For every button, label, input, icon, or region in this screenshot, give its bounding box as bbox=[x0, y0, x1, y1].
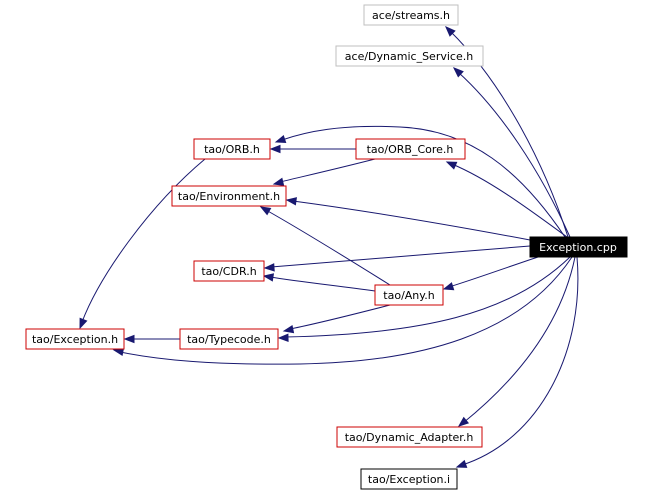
node-box bbox=[363, 4, 459, 26]
node-label: tao/Exception.i bbox=[368, 473, 450, 486]
edge-any-to-env bbox=[259, 206, 391, 286]
node-box bbox=[529, 236, 628, 258]
edge-line bbox=[281, 125, 566, 238]
edge-line bbox=[265, 209, 391, 286]
node-tao-exception-h[interactable]: tao/Exception.h bbox=[25, 328, 125, 350]
edge-root-to-orbcore bbox=[445, 161, 568, 238]
node-tao-orb-core-h[interactable]: tao/ORB_Core.h bbox=[355, 138, 466, 160]
edge-root-to-orb bbox=[274, 125, 566, 238]
node-box bbox=[374, 284, 444, 306]
node-box bbox=[355, 138, 466, 160]
arrowhead-icon bbox=[272, 177, 285, 186]
node-exception-cpp[interactable]: Exception.cpp bbox=[529, 236, 628, 258]
arrowhead-icon bbox=[457, 416, 470, 427]
node-label: ace/streams.h bbox=[372, 9, 450, 22]
node-tao-environment-h[interactable]: tao/Environment.h bbox=[171, 185, 287, 207]
edge-orb-to-exc bbox=[79, 158, 206, 330]
edge-line bbox=[81, 158, 206, 323]
node-label: tao/CDR.h bbox=[201, 265, 256, 278]
edge-any-to-cdr bbox=[262, 273, 376, 292]
edge-line bbox=[451, 163, 568, 238]
node-box bbox=[360, 468, 458, 490]
edge-line bbox=[270, 245, 531, 268]
node-label: tao/ORB.h bbox=[204, 143, 260, 156]
node-tao-cdr-h[interactable]: tao/CDR.h bbox=[193, 260, 265, 282]
arrowhead-icon bbox=[263, 263, 275, 272]
node-label: ace/Dynamic_Service.h bbox=[345, 50, 473, 63]
node-label: tao/Dynamic_Adapter.h bbox=[345, 431, 474, 444]
node-label: tao/Exception.h bbox=[32, 333, 118, 346]
edge-any-to-tc bbox=[282, 304, 391, 334]
edge-line bbox=[269, 276, 376, 292]
arrowhead-icon bbox=[123, 334, 135, 344]
node-box bbox=[336, 426, 483, 448]
arrowhead-icon bbox=[274, 134, 287, 144]
arrowhead-icon bbox=[269, 144, 281, 154]
arrowhead-icon bbox=[442, 282, 455, 291]
node-label: tao/Typecode.h bbox=[187, 333, 271, 346]
nodes-layer: ace/streams.h ace/Dynamic_Service.h tao/… bbox=[25, 4, 628, 490]
edge-tc-to-exc bbox=[123, 334, 180, 344]
edge-root-to-exci bbox=[455, 256, 579, 468]
edge-root-to-tc bbox=[277, 256, 571, 343]
node-ace-streams-h[interactable]: ace/streams.h bbox=[363, 4, 459, 26]
edge-orbcore-to-orb bbox=[269, 144, 357, 154]
node-ace-dynamic-service-h[interactable]: ace/Dynamic_Service.h bbox=[335, 45, 484, 67]
edge-root-to-dynad bbox=[457, 256, 576, 427]
edge-root-to-any bbox=[442, 256, 539, 291]
node-box bbox=[179, 328, 279, 350]
arrowhead-icon bbox=[285, 197, 297, 206]
node-box bbox=[25, 328, 125, 350]
node-tao-dynamic-adapter-h[interactable]: tao/Dynamic_Adapter.h bbox=[336, 426, 483, 448]
edge-line bbox=[292, 200, 531, 241]
arrowhead-icon bbox=[79, 317, 88, 330]
edge-line bbox=[284, 256, 571, 338]
node-box bbox=[171, 185, 287, 207]
node-label: tao/ORB_Core.h bbox=[367, 143, 454, 156]
node-box bbox=[193, 138, 271, 160]
edge-root-to-dynsvc bbox=[452, 67, 571, 238]
edge-line bbox=[461, 256, 579, 466]
arrowhead-icon bbox=[445, 26, 456, 37]
edge-line bbox=[279, 158, 376, 183]
arrowhead-icon bbox=[259, 206, 272, 216]
edge-line bbox=[289, 304, 391, 330]
node-label: Exception.cpp bbox=[539, 241, 617, 254]
arrowhead-icon bbox=[282, 324, 295, 334]
edges-layer bbox=[79, 26, 579, 468]
node-tao-exception-i[interactable]: tao/Exception.i bbox=[360, 468, 458, 490]
arrowhead-icon bbox=[277, 333, 289, 343]
node-label: tao/Any.h bbox=[383, 289, 434, 302]
node-box bbox=[335, 45, 484, 67]
node-box bbox=[193, 260, 265, 282]
edge-root-to-env bbox=[285, 197, 531, 241]
arrowhead-icon bbox=[455, 459, 468, 468]
node-tao-typecode-h[interactable]: tao/Typecode.h bbox=[179, 328, 279, 350]
arrowhead-icon bbox=[445, 161, 458, 170]
arrowhead-icon bbox=[262, 273, 275, 282]
edge-line bbox=[462, 256, 576, 424]
edge-orbcore-to-env bbox=[272, 158, 376, 186]
edge-line bbox=[457, 71, 571, 238]
edge-line bbox=[119, 256, 573, 365]
edge-line bbox=[448, 256, 539, 288]
node-label: tao/Environment.h bbox=[178, 190, 280, 203]
edge-root-to-cdr bbox=[263, 245, 531, 272]
node-tao-any-h[interactable]: tao/Any.h bbox=[374, 284, 444, 306]
arrowhead-icon bbox=[452, 67, 464, 78]
node-tao-orb-h[interactable]: tao/ORB.h bbox=[193, 138, 271, 160]
